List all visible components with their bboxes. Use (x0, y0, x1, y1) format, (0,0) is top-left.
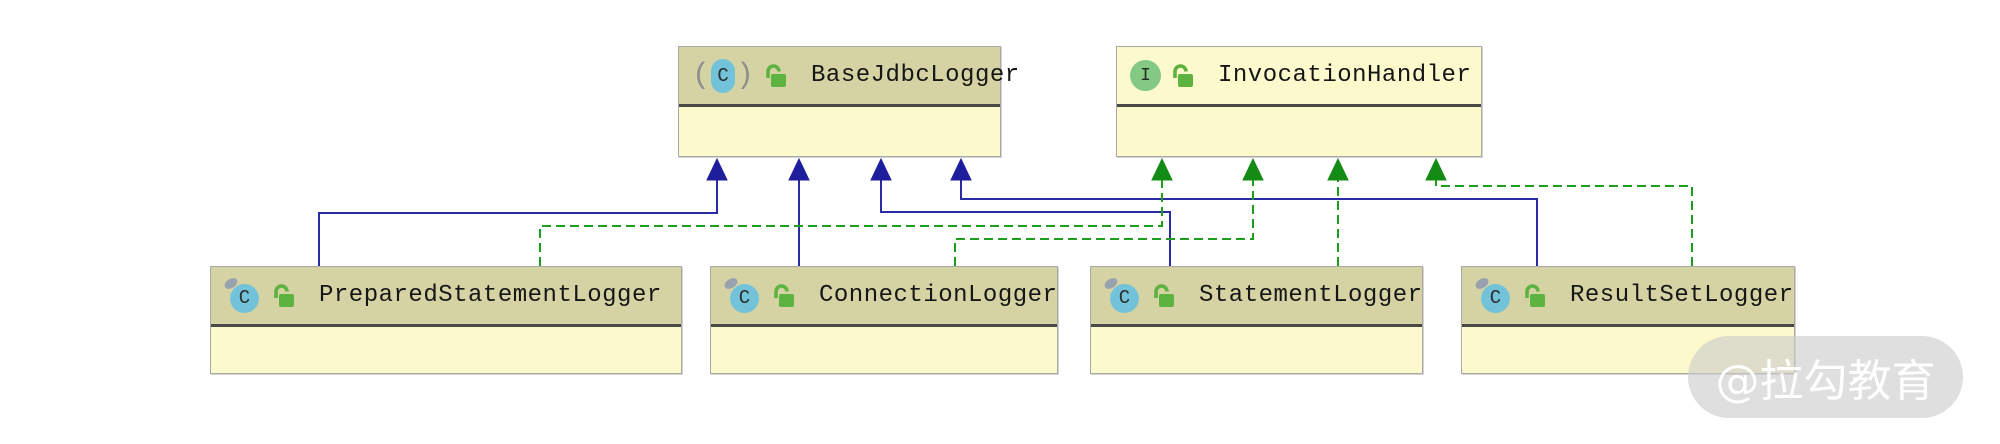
node-header: ( C ) BaseJdbcLogger (679, 47, 1019, 107)
unlocked-icon (1154, 283, 1174, 307)
watermark-badge: @拉勾教育 (1688, 336, 1963, 418)
unlocked-icon (1525, 283, 1545, 307)
node-header: C StatementLogger (1091, 267, 1422, 327)
node-members-section (711, 327, 1057, 373)
extends-arrowhead-icon (870, 157, 892, 181)
class-name: ResultSetLogger (1570, 282, 1794, 309)
implements-arrowhead-icon (1242, 157, 1264, 181)
node-members-section (679, 107, 1000, 156)
class-icon: C (1473, 275, 1513, 316)
unlocked-icon (1173, 63, 1193, 87)
abstract-class-icon: ( C ) (692, 58, 755, 93)
implements-arrowhead-icon (1151, 157, 1173, 181)
extends-arrowhead-icon (950, 157, 972, 181)
node-header: C PreparedStatementLogger (211, 267, 681, 327)
class-icon: C (1102, 275, 1142, 316)
interface-name: InvocationHandler (1218, 62, 1472, 89)
node-members-section (211, 327, 681, 373)
unlocked-icon (274, 283, 294, 307)
unlocked-icon (766, 63, 787, 87)
interface-icon: I (1130, 60, 1161, 91)
class-name: StatementLogger (1199, 282, 1423, 309)
uml-node-statementlogger[interactable]: C StatementLogger (1090, 266, 1423, 374)
extends-arrowhead-icon (788, 157, 810, 181)
implements-arrowhead-icon (1425, 157, 1447, 181)
class-name: ConnectionLogger (819, 282, 1058, 309)
edge-implements-preparedstatementlogger-invocationhandler (539, 180, 1163, 266)
uml-node-invocationhandler[interactable]: I InvocationHandler (1116, 46, 1482, 157)
implements-arrowhead-icon (1327, 157, 1349, 181)
uml-node-connectionlogger[interactable]: C ConnectionLogger (710, 266, 1058, 374)
node-header: I InvocationHandler (1117, 47, 1481, 107)
edge-implements-resultsetlogger-invocationhandler (1435, 180, 1693, 266)
node-header: C ResultSetLogger (1462, 267, 1794, 327)
edge-extends-preparedstatementlogger-basejdbclogger (318, 179, 718, 266)
class-icon: C (222, 275, 262, 316)
class-name: PreparedStatementLogger (319, 282, 662, 309)
class-icon: C (722, 275, 762, 316)
class-name: BaseJdbcLogger (811, 62, 1020, 89)
edge-implements-connectionlogger-invocationhandler (954, 180, 1254, 266)
watermark-text: @拉勾教育 (1715, 356, 1936, 407)
edge-extends-statementlogger-basejdbclogger (880, 179, 1171, 266)
node-members-section (1091, 327, 1422, 373)
uml-node-preparedstatementlogger[interactable]: C PreparedStatementLogger (210, 266, 682, 374)
edge-extends-resultsetlogger-basejdbclogger (960, 179, 1538, 266)
unlocked-icon (774, 283, 794, 307)
uml-node-basejdbclogger[interactable]: ( C ) BaseJdbcLogger (678, 46, 1019, 157)
node-header: C ConnectionLogger (711, 267, 1057, 327)
uml-node-resultsetlogger[interactable]: C ResultSetLogger (1461, 266, 1795, 374)
extends-arrowhead-icon (706, 157, 728, 181)
node-members-section (1117, 107, 1481, 156)
